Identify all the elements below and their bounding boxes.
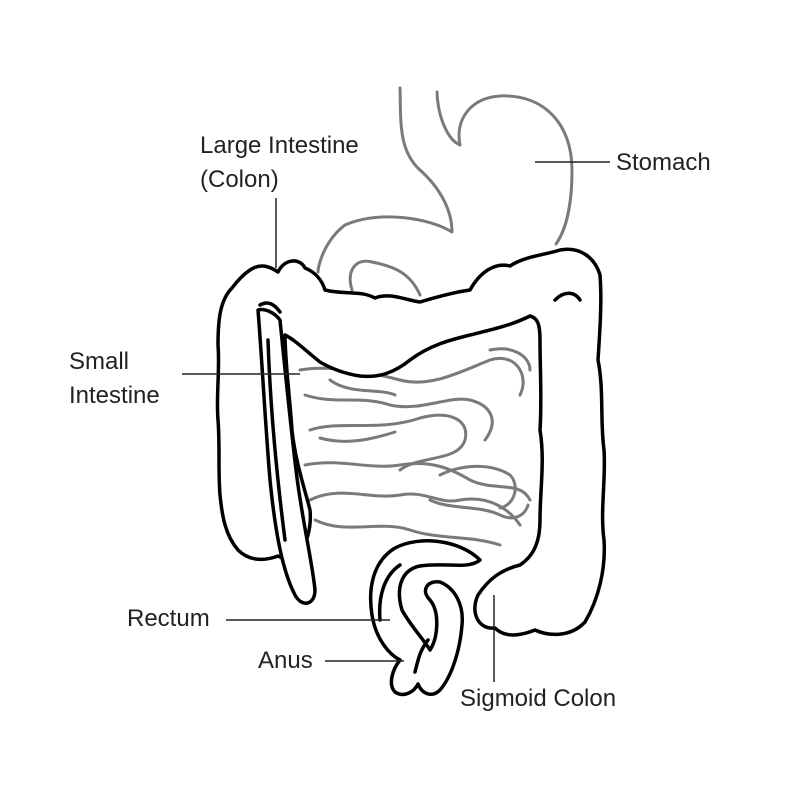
label-sigmoid-colon: Sigmoid Colon	[460, 685, 617, 712]
label-anus: Anus	[258, 647, 313, 674]
esophagus-left-wall	[316, 86, 454, 274]
label-large-intestine-line2: (Colon)	[200, 166, 279, 193]
appendix	[256, 307, 317, 605]
label-large-intestine-line1: Large Intestine	[200, 132, 359, 159]
colon-outline	[215, 247, 607, 637]
sigmoid-colon-and-rectum	[368, 539, 482, 697]
label-stomach: Stomach	[616, 149, 711, 176]
stomach-outline	[457, 94, 574, 246]
label-rectum: Rectum	[127, 605, 210, 632]
label-small-intestine-line2: Intestine	[69, 382, 160, 409]
esophagus-right-wall	[435, 90, 462, 147]
small-intestine	[298, 347, 532, 547]
stomach-lower-curve	[348, 259, 422, 297]
stomach-and-esophagus	[316, 86, 574, 297]
large-intestine	[215, 247, 607, 697]
label-small-intestine-line1: Small	[69, 348, 130, 375]
leader-lines	[182, 161, 610, 682]
